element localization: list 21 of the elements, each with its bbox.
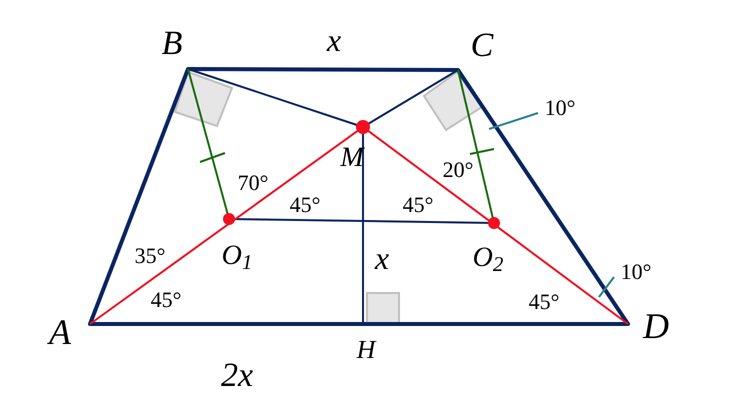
angle-label: 35° (134, 245, 166, 267)
leader-line (488, 112, 538, 130)
point-label: 2x (220, 359, 254, 393)
angle-label: 10° (620, 261, 652, 283)
angle-label: 45° (528, 291, 560, 313)
point-label: x (374, 242, 390, 274)
point-label: O$_{2}$ (472, 244, 504, 272)
angle-label: 45° (290, 194, 320, 216)
point-label: B (162, 27, 182, 61)
angle-label: 10° (544, 97, 576, 119)
point-label: D (643, 308, 669, 344)
point-label: O$_{1}$ (222, 242, 252, 270)
angle-label: 45° (402, 194, 434, 216)
leader-line (598, 276, 615, 298)
point-label: C (470, 29, 494, 63)
point-label: A (49, 314, 71, 350)
point-label: H (356, 337, 376, 363)
angle-label: 70° (238, 172, 268, 194)
angle-label: 45° (150, 289, 182, 311)
point-label: x (326, 24, 342, 56)
angle-label: 20° (442, 159, 474, 181)
